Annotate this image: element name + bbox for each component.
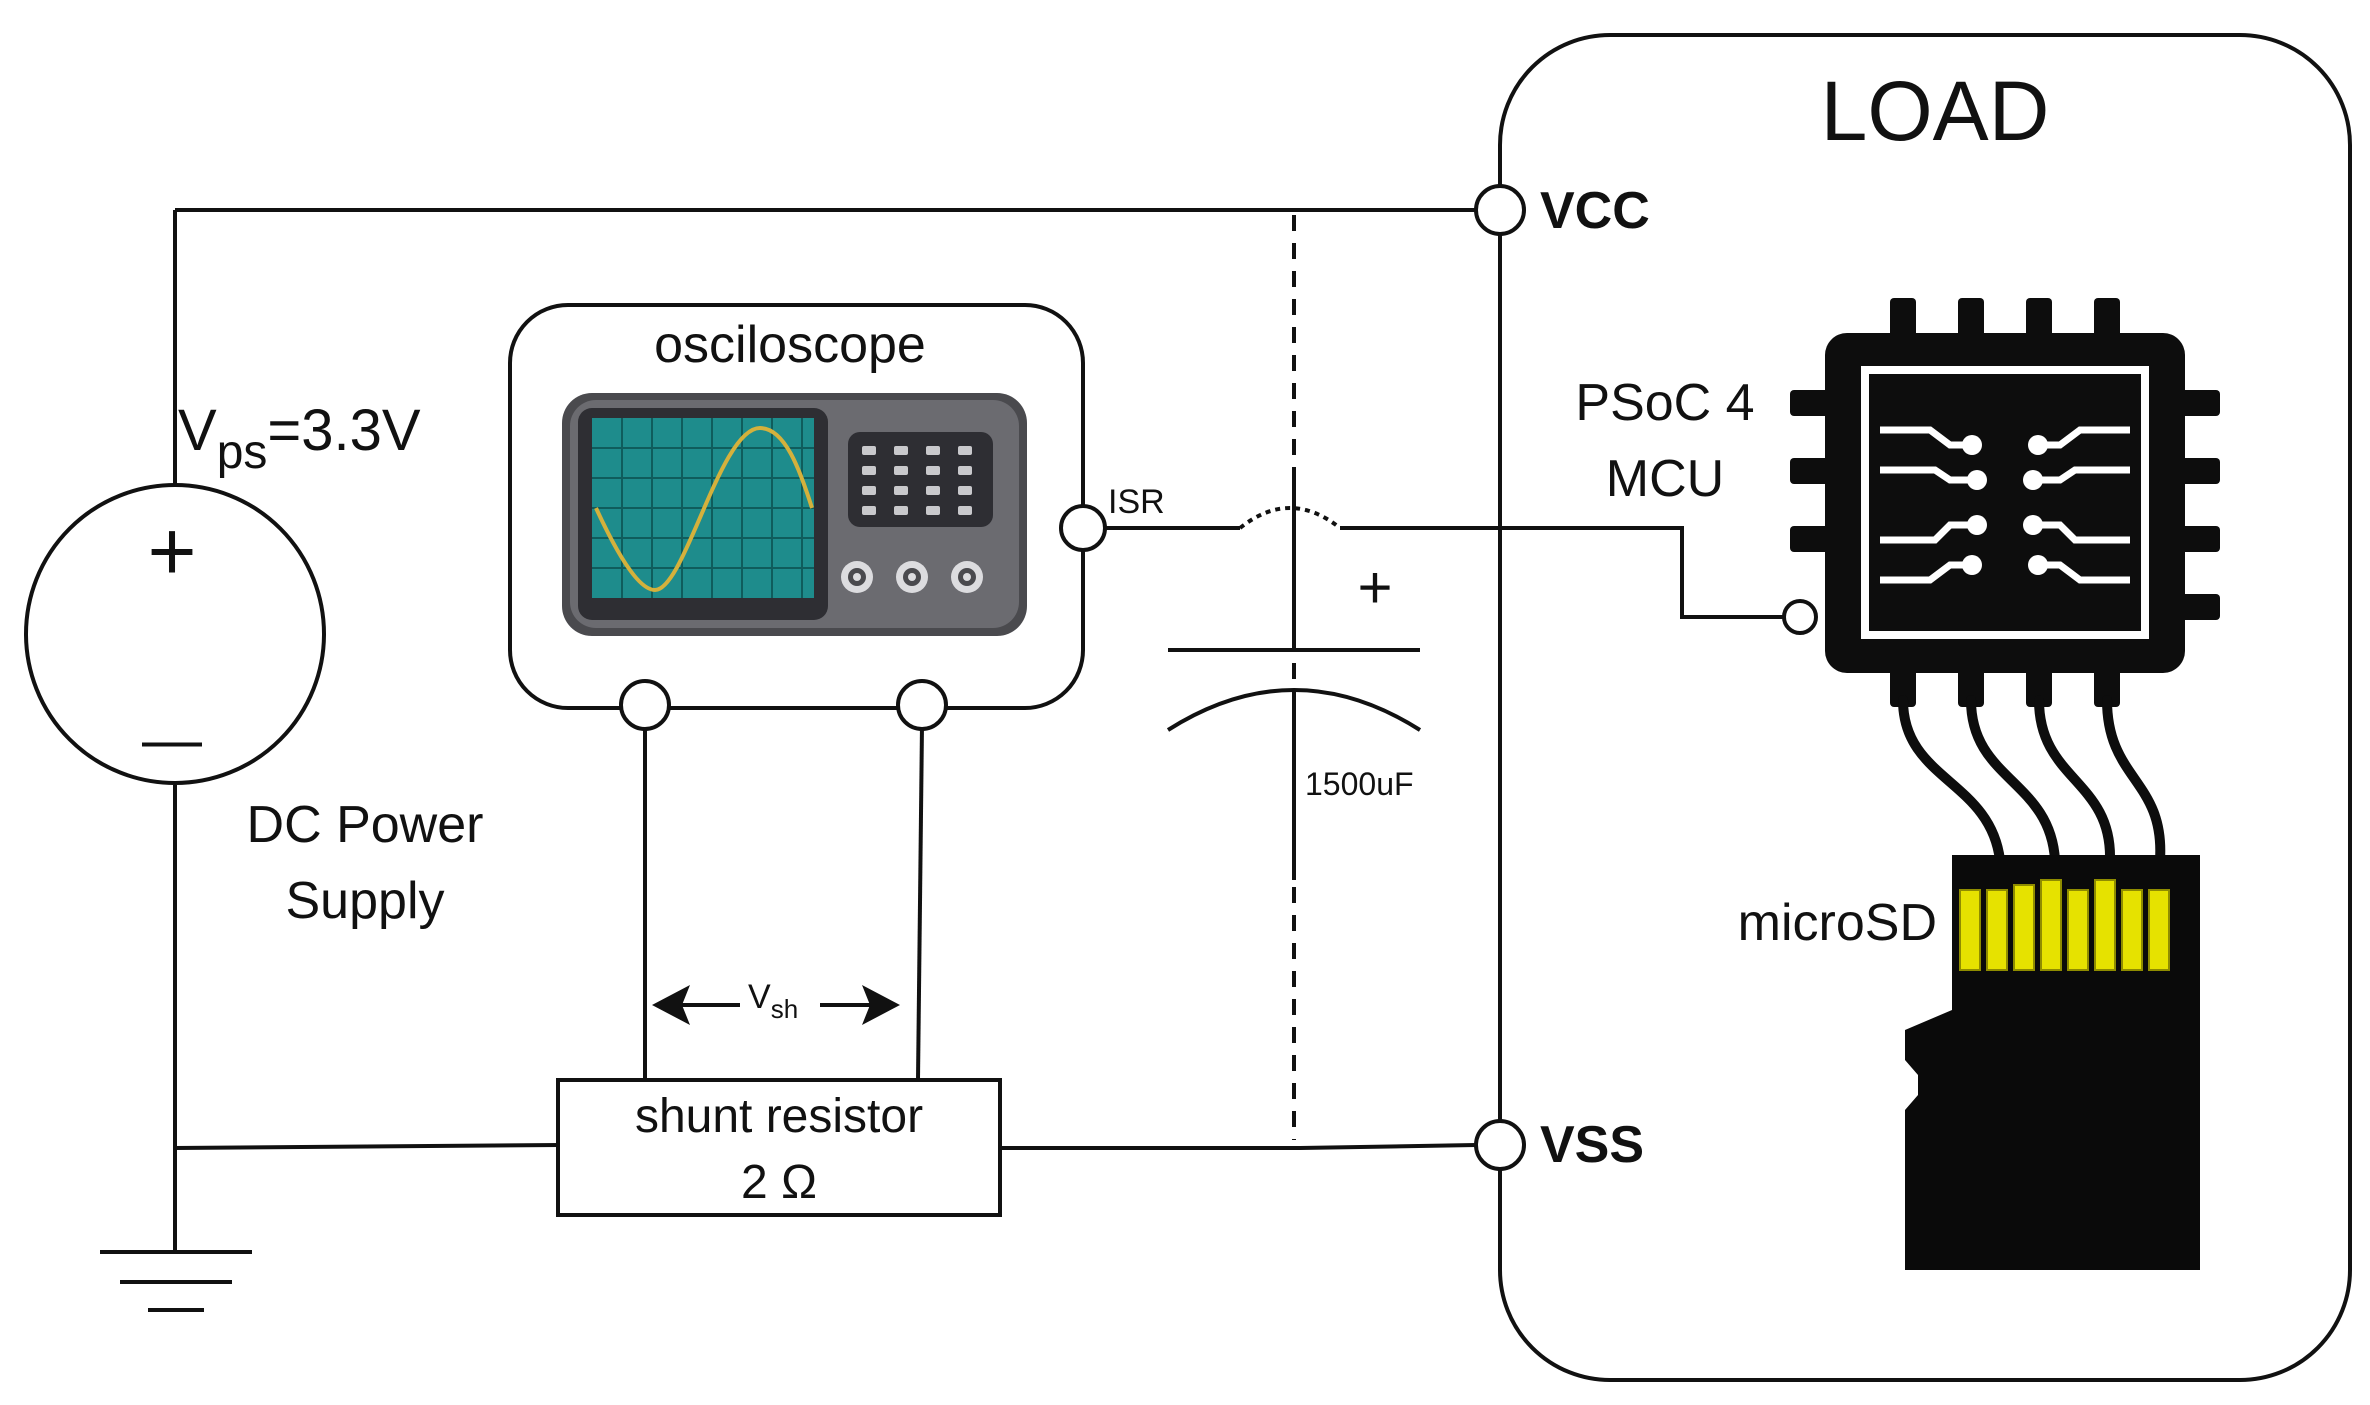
mcu-label-line2: MCU [1606, 450, 1724, 508]
supply-voltage-symbol: V [178, 398, 217, 463]
supply-voltage-subscript: ps [217, 426, 268, 479]
vsh-subscript: sh [771, 994, 798, 1024]
isr-label: ISR [1108, 483, 1165, 521]
shunt-label-line2: 2 Ω [741, 1156, 817, 1209]
capacitor-plate-negative [1166, 688, 1422, 732]
oscilloscope-probe-right-port [896, 679, 948, 731]
oscilloscope-icon [562, 393, 1027, 636]
ground-to-shunt-wire [174, 1143, 561, 1150]
supply-label-line2: Supply [286, 872, 445, 930]
capacitor-value: 1500uF [1305, 766, 1414, 802]
mcu-isr-pin-port [1782, 599, 1818, 635]
isr-wire-right [1340, 526, 1783, 619]
supply-label-line1: DC Power [247, 796, 484, 854]
oscilloscope-probe-left-port [619, 679, 671, 731]
ground-symbol [100, 1250, 252, 1312]
mcu-label-line1: PSoC 4 [1575, 374, 1754, 432]
vcc-label: VCC [1540, 182, 1650, 240]
vss-port [1474, 1119, 1526, 1171]
oscilloscope-buttons [862, 446, 972, 515]
supply-voltage-value: =3.3V [267, 398, 420, 463]
oscilloscope-waveform [594, 425, 814, 593]
oscilloscope-isr-port [1059, 504, 1107, 552]
capacitor [1166, 470, 1422, 880]
microsd-contacts [1959, 879, 2170, 971]
supply-plus-sign: + [147, 504, 196, 598]
isr-wire-crossover [1238, 506, 1342, 530]
shunt-resistor-box [556, 1078, 1002, 1217]
mcu-chip [1790, 298, 2220, 865]
microsd-label: microSD [1738, 894, 1937, 952]
supply-minus-sign: — [142, 706, 202, 773]
probe-right-wire [916, 724, 924, 1081]
capacitor-plus: + [1357, 554, 1392, 621]
vsh-symbol: V [748, 978, 771, 1016]
vsh-label-bg [740, 976, 820, 1022]
load-box [1498, 33, 2352, 1382]
vss-label: VSS [1540, 1116, 1644, 1174]
microsd-card [1905, 855, 2200, 1270]
supply-voltage-label: Vps=3.3V [178, 398, 421, 479]
vsh-label: Vsh [748, 978, 798, 1024]
dc-power-supply-symbol [24, 483, 326, 785]
shunt-label-line1: shunt resistor [635, 1090, 923, 1143]
vcc-port [1474, 184, 1526, 236]
load-title: LOAD [1821, 64, 2050, 158]
oscilloscope-label: osciloscope [654, 316, 926, 374]
oscilloscope-connectors [841, 561, 983, 593]
shunt-to-vss-wire [1000, 1143, 1477, 1150]
